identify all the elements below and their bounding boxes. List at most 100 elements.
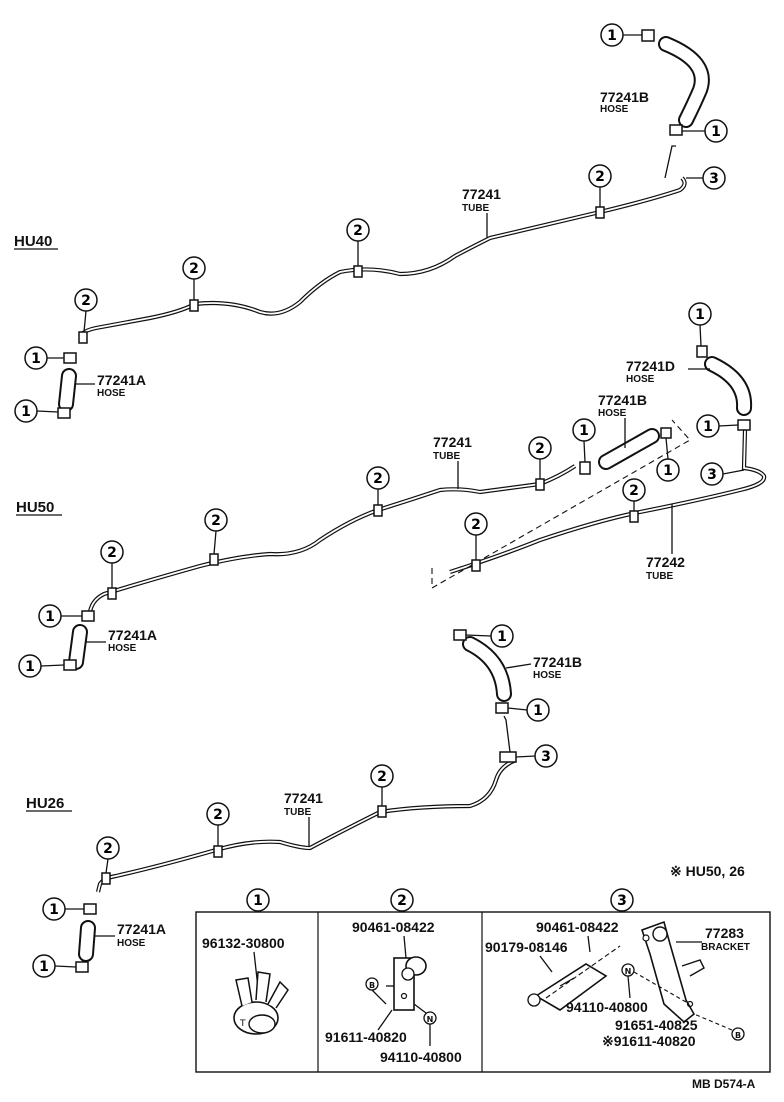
legend2-top-part: 90461-08422 — [352, 919, 435, 935]
hu50-clamp-1e — [696, 345, 708, 358]
svg-text:2: 2 — [373, 471, 383, 487]
clip-illustration — [527, 945, 621, 1011]
svg-text:2: 2 — [107, 545, 117, 561]
hu50-clamp-1d — [660, 427, 672, 439]
hu50-clamp-1c — [579, 461, 591, 475]
callout-1: 1 — [14, 399, 59, 423]
hu50-clip-2b — [209, 553, 219, 566]
svg-text:2: 2 — [377, 769, 387, 785]
hu50-clip-2a — [107, 587, 117, 600]
legend-note: ※ HU50, 26 — [670, 863, 745, 879]
callout-3: 3 — [515, 744, 558, 768]
hu26-bracket-3 — [499, 751, 517, 763]
legend-header-2: 2 — [390, 888, 414, 912]
legend1-part-number: 96132-30800 — [202, 935, 285, 951]
marker-b: B — [693, 1013, 745, 1041]
callout-2: 2 — [96, 836, 120, 874]
callout-2: 2 — [74, 288, 98, 333]
callout-2: 2 — [464, 512, 488, 560]
tube-clip-illustration — [386, 956, 427, 1011]
svg-text:1: 1 — [663, 463, 673, 479]
svg-text:1: 1 — [579, 423, 589, 439]
hu50-tube-77241 — [87, 464, 577, 613]
hu40-clip-2a — [78, 331, 88, 344]
marker-n: N — [413, 1003, 437, 1046]
legend-box — [195, 911, 771, 1073]
hu40-clamp-1a — [63, 352, 77, 364]
svg-text:1: 1 — [25, 659, 35, 675]
legend3-bracket-word: BRACKET — [701, 942, 750, 953]
callout-3: 3 — [700, 462, 745, 486]
svg-text:2: 2 — [211, 513, 221, 529]
hu50-hose-b-part-number: 77241B — [598, 392, 647, 408]
callout-2: 2 — [366, 466, 390, 505]
svg-text:1: 1 — [703, 419, 713, 435]
hu40-hose-b-word: HOSE — [600, 104, 629, 115]
hu50-tube-word: TUBE — [433, 451, 461, 462]
callout-1: 1 — [507, 698, 550, 722]
hose-clamp-illustration: T — [233, 971, 289, 1035]
legend3-part-a: 91651-40825 — [615, 1017, 698, 1033]
hu50-hose-b-word: HOSE — [598, 408, 627, 419]
legend-header-1: 1 — [246, 888, 270, 912]
svg-text:2: 2 — [535, 441, 545, 457]
svg-text:2: 2 — [629, 483, 639, 499]
svg-text:3: 3 — [617, 893, 627, 909]
callout-2: 2 — [100, 540, 124, 588]
callout-2: 2 — [370, 764, 394, 806]
callout-1: 1 — [32, 954, 77, 978]
callout-1: 1 — [18, 654, 65, 678]
svg-text:1: 1 — [39, 959, 49, 975]
hu50-clip-2d — [535, 478, 545, 491]
callout-2: 2 — [206, 802, 230, 846]
callout-2: 2 — [182, 256, 206, 300]
hu50-hose-a-word: HOSE — [108, 643, 137, 654]
hu26-clip-2a — [101, 872, 111, 885]
marker-n: N — [621, 963, 687, 1003]
hu50-hose-a-part-number: 77241A — [108, 627, 157, 643]
svg-text:1: 1 — [49, 902, 59, 918]
callout-2: 2 — [528, 436, 552, 479]
hu26-hose-a-word: HOSE — [117, 938, 146, 949]
svg-text:N: N — [625, 967, 632, 976]
svg-text:1: 1 — [45, 609, 55, 625]
svg-text:B: B — [735, 1031, 741, 1040]
svg-text:N: N — [427, 1015, 434, 1024]
hu26-tube-part-number: 77241 — [284, 790, 323, 806]
hu50-tube-part-number: 77241 — [433, 434, 472, 450]
hu40-hose-a-part-number: 77241A — [97, 372, 146, 388]
legend3-part-b: ※91611-40820 — [602, 1033, 696, 1049]
svg-text:1: 1 — [31, 351, 41, 367]
callout-2: 2 — [346, 218, 370, 266]
hu26-clip-2b — [213, 845, 223, 858]
legend2-bottom-part: 91611-40820 — [325, 1029, 407, 1045]
hu26-hose-b-part-number: 77241B — [533, 654, 582, 670]
callout-1: 1 — [682, 119, 728, 143]
hu50-clamp-1a — [81, 610, 95, 622]
svg-text:B: B — [369, 981, 375, 990]
hu50-clip-2f — [629, 510, 639, 523]
drawing-code: MB D574-A — [692, 1077, 756, 1091]
svg-text:1: 1 — [607, 28, 617, 44]
svg-text:3: 3 — [707, 467, 717, 483]
svg-text:1: 1 — [695, 307, 705, 323]
hu40-tube-word: TUBE — [462, 203, 490, 214]
hu40-clamp-1c — [641, 29, 655, 42]
callout-3: 3 — [686, 166, 726, 190]
callout-1: 1 — [465, 624, 514, 648]
svg-text:3: 3 — [541, 749, 551, 765]
svg-text:1: 1 — [711, 124, 721, 140]
callout-2: 2 — [622, 478, 646, 511]
variant-label-hu40: HU40 — [14, 233, 52, 250]
svg-text:3: 3 — [709, 171, 719, 187]
hu40-tube-77241 — [79, 176, 687, 342]
hu26-clamp-1c — [453, 629, 467, 641]
hu26-hose-b-word: HOSE — [533, 670, 562, 681]
svg-text:1: 1 — [21, 404, 31, 420]
variant-label-hu50: HU50 — [16, 499, 54, 516]
svg-text:1: 1 — [253, 893, 263, 909]
callout-1: 1 — [600, 23, 642, 47]
hu26-clip-2c — [377, 805, 387, 818]
hu50-clamp-1f — [737, 419, 751, 431]
